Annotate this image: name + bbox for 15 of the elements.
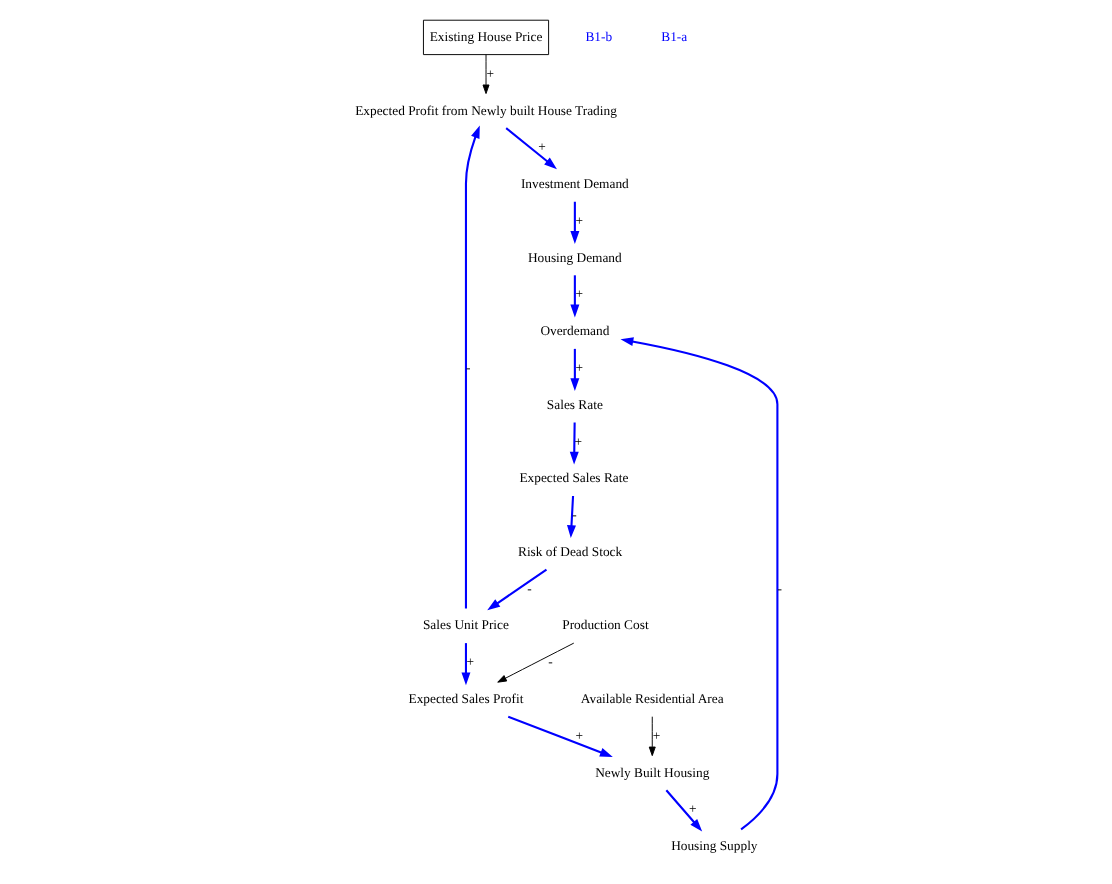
arrow: [464, 125, 480, 609]
arrow: [505, 127, 557, 170]
arrow: [569, 422, 579, 465]
arrow: [648, 716, 656, 757]
arrow: [570, 348, 580, 391]
arrow: [482, 54, 490, 95]
arrow: [570, 201, 580, 244]
arrow: [461, 643, 471, 686]
arrow: [620, 337, 779, 831]
arrow: [507, 715, 613, 757]
arrow: [497, 642, 575, 683]
arrow: [570, 275, 580, 318]
arrow: [567, 495, 576, 539]
arrow: [665, 789, 703, 832]
arrow: [487, 568, 548, 611]
